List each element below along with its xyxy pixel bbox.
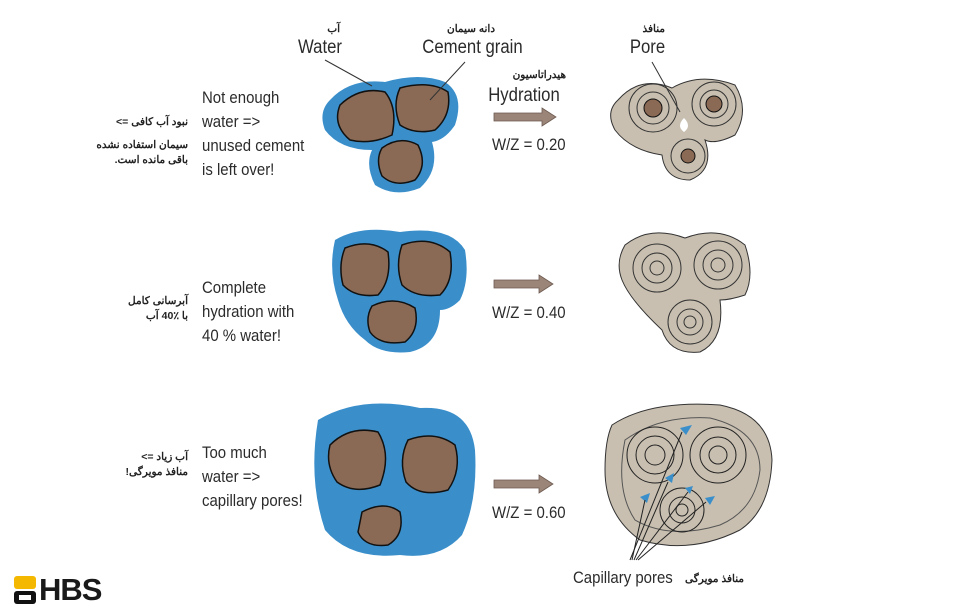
logo-mark-icon <box>14 576 36 604</box>
cement-label: Cement grain <box>422 37 523 58</box>
row2-en-line3: 40 % water! <box>202 326 281 345</box>
row1-fa-line2: سیمان استفاده نشده <box>96 139 188 151</box>
row3-ratio: W/Z = 0.60 <box>492 503 566 522</box>
row1-en-line2: water => <box>202 112 261 131</box>
row2-fresh-paste <box>332 229 467 353</box>
row3-fa-line2: منافذ مویرگی! <box>125 466 188 478</box>
arrow-row2 <box>493 274 554 294</box>
row3-fa-line1: آب زیاد => <box>141 451 188 463</box>
arrows <box>493 107 557 494</box>
water-label: Water <box>298 37 342 58</box>
row2-en-line2: hydration with <box>202 302 295 321</box>
row1-fa-line3: باقی مانده است. <box>114 154 188 166</box>
row1-en-line4: is left over! <box>202 160 275 179</box>
pore-label-fa: منافذ <box>642 23 665 35</box>
hydration-label-fa: هیدراتاسیون <box>512 69 566 81</box>
row1-en-text: Not enough water => unused cement is lef… <box>202 86 304 182</box>
logo-text: HBS <box>39 572 102 607</box>
pore-label: Pore <box>629 37 666 58</box>
row2-fa-line2: با ٪40 آب <box>145 310 188 322</box>
row2-hydrated-paste <box>618 232 751 353</box>
cement-label-fa: دانه سیمان <box>446 23 495 35</box>
row3-fresh-paste <box>314 403 476 556</box>
capillary-pores-label-fa: منافذ مویرگی <box>685 573 744 585</box>
row2-ratio: W/Z = 0.40 <box>492 303 566 322</box>
row3-hydrated-paste <box>604 403 773 561</box>
capillary-pores-label: Capillary pores <box>573 568 673 587</box>
row3-en-line3: capillary pores! <box>202 491 303 510</box>
row1-en-line3: unused cement <box>202 136 305 155</box>
row3-en-line1: Too much <box>202 443 267 462</box>
row3-en-line2: water => <box>202 467 261 486</box>
row2-fa-line1: آبرسانی کامل <box>128 295 188 307</box>
row2-en-text: Complete hydration with 40 % water! <box>202 276 294 348</box>
row1-ratio: W/Z = 0.20 <box>492 135 566 154</box>
row1-fa-line1: نبود آب کافی => <box>116 116 188 128</box>
hbs-logo: HBS <box>14 572 102 608</box>
arrow-row3 <box>493 474 554 494</box>
row1-fresh-paste <box>322 59 466 193</box>
water-label-fa: آب <box>327 23 340 35</box>
row2-en-line1: Complete <box>202 278 267 297</box>
hydration-label: Hydration <box>488 85 560 106</box>
row1-en-line1: Not enough <box>202 88 280 107</box>
row3-en-text: Too much water => capillary pores! <box>202 441 303 513</box>
arrow-row1 <box>493 107 557 127</box>
row1-hydrated-paste <box>610 61 743 181</box>
